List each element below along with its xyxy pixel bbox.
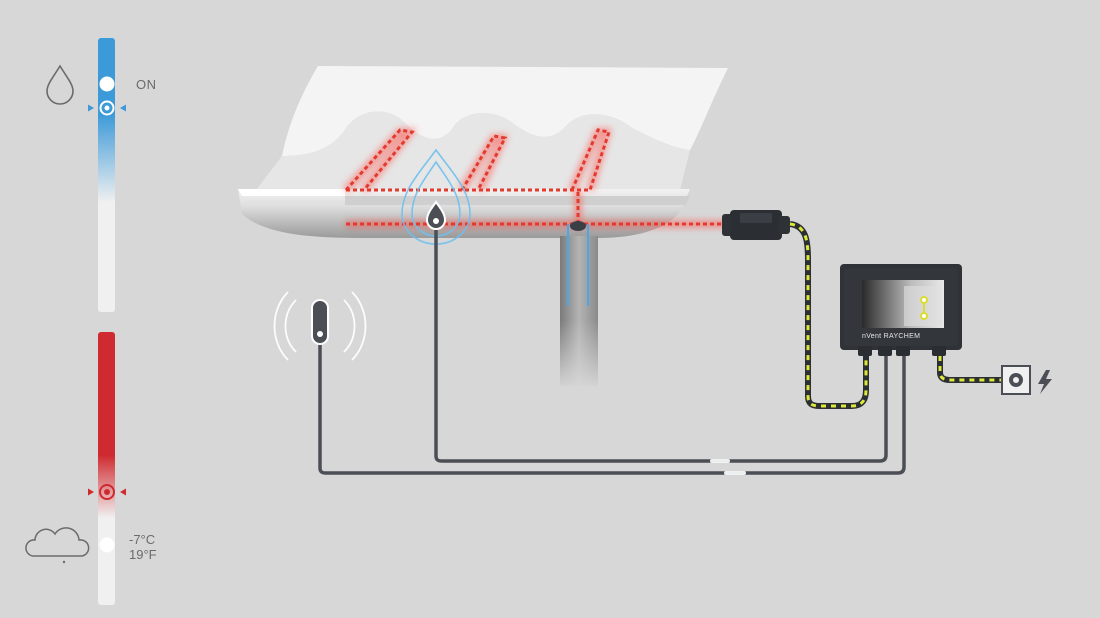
lightning-bolt-icon (1038, 370, 1052, 394)
moisture-threshold-marker (88, 100, 126, 116)
heating-loop-1 (344, 128, 415, 192)
moisture-level-dot (99, 76, 115, 92)
temperature-bar (98, 332, 115, 605)
temperature-celsius: -7°C (129, 532, 156, 547)
moisture-status-label: ON (136, 77, 157, 92)
downpipe (560, 236, 598, 390)
temperature-level-dot (99, 537, 115, 553)
temperature-indicator (25, 332, 126, 605)
temperature-fahrenheit: 19°F (129, 547, 157, 562)
heating-loop-3 (570, 128, 611, 191)
cable-glints (710, 459, 746, 475)
moisture-bar (98, 38, 115, 312)
controller-brand-label: nVent RAYCHEM (862, 333, 921, 340)
moisture-indicator (46, 38, 126, 312)
water-drop-icon (46, 64, 74, 105)
gutter-inner-shadow (345, 196, 690, 205)
heating-loop-2 (460, 134, 508, 191)
downpipe-cable (567, 224, 589, 306)
temperature-threshold-marker (88, 484, 126, 500)
ambient-temperature-sensor (273, 291, 367, 361)
cable-junction (570, 221, 586, 231)
temperature-readout: -7°C 19°F (129, 532, 157, 562)
cloud-snow-icon (25, 527, 90, 564)
snow-layer (282, 66, 728, 156)
heating-cable (343, 128, 730, 306)
signal-cables (318, 230, 906, 475)
power-cables (789, 221, 1004, 409)
cable-connection-box (722, 210, 790, 240)
controller-unit (840, 264, 962, 356)
ambient-sensor-cable (318, 340, 906, 475)
power-socket (1001, 365, 1031, 395)
gutter-sensor-cable (434, 230, 888, 463)
